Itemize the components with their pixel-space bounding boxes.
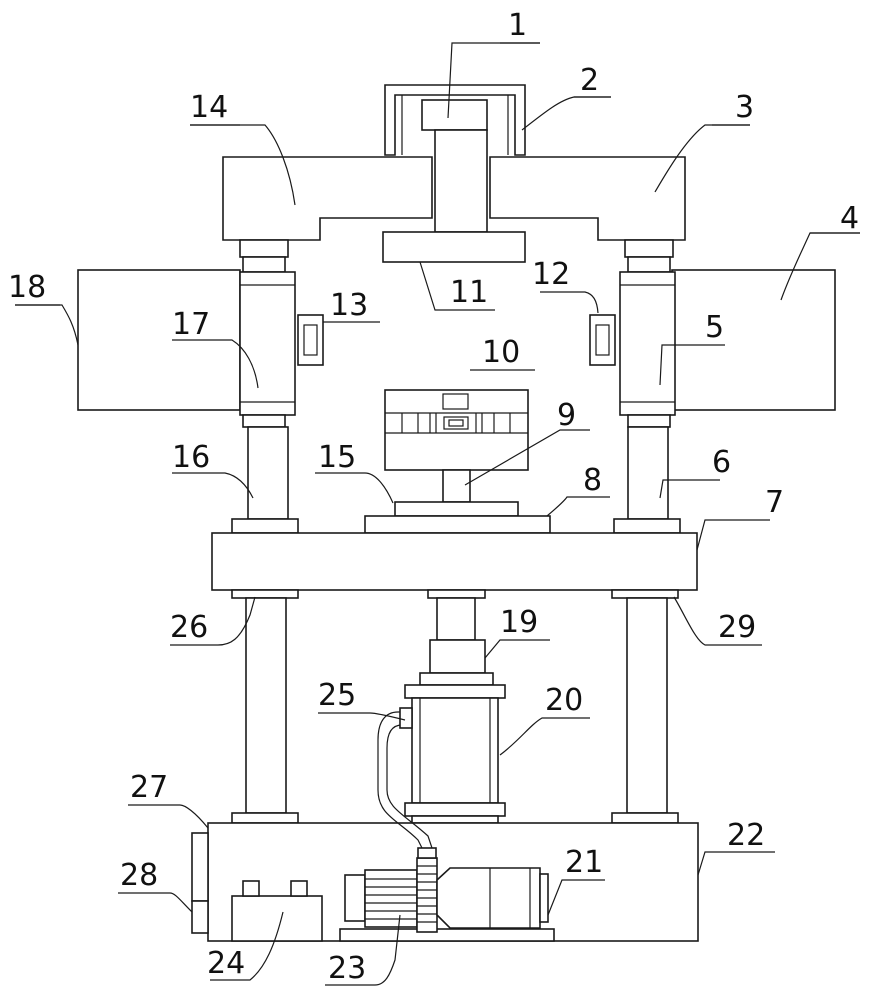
worktable-7 <box>211 532 698 591</box>
label-13: 13 <box>330 288 368 323</box>
column-left-collar <box>242 256 286 273</box>
ram-collar <box>427 589 486 599</box>
label-25: 25 <box>318 678 356 713</box>
ram-cylinder-19 <box>429 639 486 674</box>
column-right-lower-collar <box>627 414 671 428</box>
column-left-foot-collar <box>231 518 299 534</box>
column-left-cap <box>239 239 289 258</box>
slider-right-5 <box>619 271 676 416</box>
label-27: 27 <box>130 770 168 805</box>
collar-29 <box>611 589 679 599</box>
label-29: 29 <box>718 610 756 645</box>
upper-bracket-left-14 <box>222 156 433 241</box>
mount-plate <box>339 928 555 942</box>
side-block-28 <box>191 900 209 934</box>
label-underlines <box>15 42 860 306</box>
column-right-foot-collar <box>613 518 681 534</box>
label-26: 26 <box>170 610 208 645</box>
column-right-collar <box>627 256 671 273</box>
collar-26 <box>231 589 299 599</box>
label-1: 1 <box>508 8 527 43</box>
column-right-cap <box>624 239 674 258</box>
label-5: 5 <box>705 310 724 345</box>
sensor-13 <box>297 314 324 366</box>
label-15: 15 <box>318 440 356 475</box>
label-18: 18 <box>8 270 46 305</box>
slider-left-17 <box>239 271 296 416</box>
base-collar-right <box>611 812 679 824</box>
base-collar-left <box>231 812 299 824</box>
motor-box-right-4 <box>671 269 836 411</box>
hose-25 <box>377 707 433 849</box>
label-11: 11 <box>450 275 488 310</box>
ram-rod-19 <box>436 597 476 641</box>
motor-21 <box>436 867 549 929</box>
pump-23 <box>344 869 418 928</box>
label-20: 20 <box>545 683 583 718</box>
label-17: 17 <box>172 307 210 342</box>
label-12: 12 <box>532 257 570 292</box>
label-14: 14 <box>190 90 228 125</box>
hydraulic-cylinder-20 <box>404 684 506 817</box>
label-3: 3 <box>735 90 754 125</box>
label-10: 10 <box>482 335 520 370</box>
sensor-12 <box>589 314 616 366</box>
label-24: 24 <box>207 946 245 981</box>
part-labels: 1 2 3 4 5 6 7 8 9 10 11 12 13 14 15 16 1… <box>8 8 859 986</box>
label-16: 16 <box>172 440 210 475</box>
label-7: 7 <box>765 485 784 520</box>
fixture-10 <box>384 389 529 471</box>
base-plate-8 <box>364 515 551 534</box>
label-28: 28 <box>120 858 158 893</box>
column-right-6 <box>627 426 669 520</box>
support-post-9 <box>442 469 471 503</box>
piston-rod-1 <box>434 129 488 233</box>
lower-die-15 <box>394 501 519 517</box>
label-19: 19 <box>500 605 538 640</box>
top-frame-2 <box>384 84 526 156</box>
column-left-lower-collar <box>242 414 286 428</box>
coupling <box>416 847 438 933</box>
label-2: 2 <box>580 63 599 98</box>
column-lower-left <box>245 597 287 814</box>
column-lower-right <box>626 597 668 814</box>
label-9: 9 <box>557 398 576 433</box>
label-23: 23 <box>328 951 366 986</box>
label-8: 8 <box>583 463 602 498</box>
leader-lines <box>15 42 860 986</box>
upper-die-11 <box>382 231 526 263</box>
column-left-16 <box>247 426 289 520</box>
top-cylinder-1 <box>421 99 488 131</box>
label-21: 21 <box>565 845 603 880</box>
upper-bracket-right-3 <box>489 156 686 241</box>
label-6: 6 <box>712 445 731 480</box>
side-block-27 <box>191 832 209 902</box>
label-22: 22 <box>727 818 765 853</box>
label-4: 4 <box>840 201 859 236</box>
